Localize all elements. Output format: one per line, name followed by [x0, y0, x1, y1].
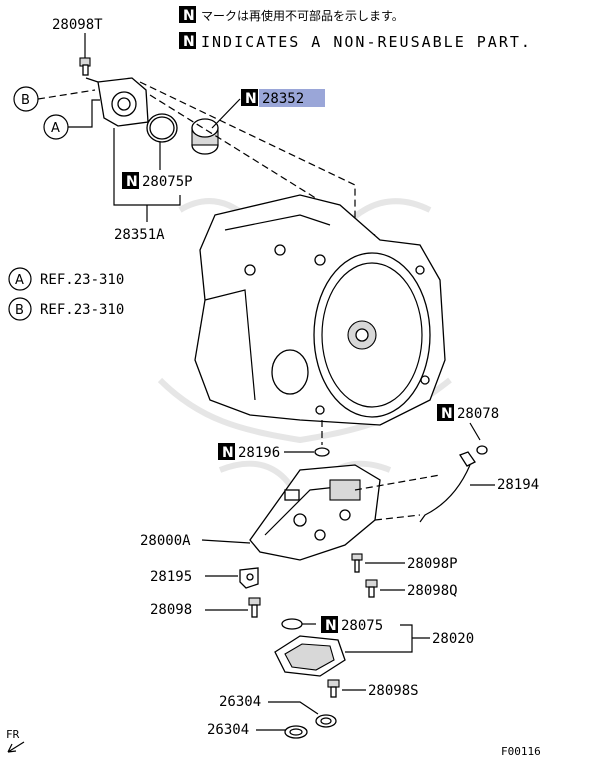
ref-a-text: REF.23-310 [40, 272, 124, 288]
harness-28194 [354, 451, 476, 523]
ref-b-legend-icon [8, 297, 32, 321]
svg-text:N: N [126, 174, 138, 190]
label-28075: 28075 [341, 618, 383, 634]
label-28098P: 28098P [407, 556, 458, 572]
filter-28352 [191, 118, 219, 155]
non-reusable-mark-icon [437, 404, 454, 421]
notice-en-text: INDICATES A NON-REUSABLE PART. [201, 33, 532, 51]
svg-text:N: N [325, 618, 337, 634]
header-notice-jp: N マークは再使用不可部品を示します。 [179, 6, 404, 24]
front-arrow-icon [7, 741, 25, 753]
svg-text:N: N [245, 91, 257, 107]
svg-text:N: N [183, 8, 195, 24]
label-28098T: 28098T [52, 17, 103, 33]
bolt-28098S [327, 679, 340, 698]
svg-text:B: B [15, 303, 24, 318]
svg-text:A: A [51, 121, 60, 136]
label-28196: 28196 [238, 445, 280, 461]
label-28078: 28078 [457, 406, 499, 422]
ref-b-text: REF.23-310 [40, 302, 124, 318]
non-reusable-mark-icon [122, 172, 139, 189]
washer-26304-upper [315, 714, 337, 728]
label-28352: 28352 [262, 91, 304, 107]
label-28075-group: N 28075 [321, 616, 383, 634]
solenoid-cover-28351A [85, 77, 149, 127]
clip-28195 [239, 567, 259, 589]
header-notice-en: N INDICATES A NON-REUSABLE PART. [179, 32, 532, 51]
svg-text:A: A [15, 273, 24, 288]
label-28098S: 28098S [368, 683, 419, 699]
bolt-28098T [79, 57, 91, 76]
bolt-28098P [351, 553, 363, 573]
svg-text:B: B [21, 93, 30, 108]
label-28000A: 28000A [140, 533, 191, 549]
label-28078-group: N 28078 [437, 404, 499, 422]
valve-body-28000A [249, 464, 381, 561]
non-reusable-mark-icon [179, 6, 196, 23]
o-ring-28075 [281, 618, 303, 630]
transmission-case [194, 194, 446, 426]
front-direction-label: FR [6, 728, 20, 741]
gasket-28196 [314, 447, 330, 457]
ref-a-legend-icon [8, 267, 32, 291]
non-reusable-mark-icon [179, 32, 196, 49]
label-28194: 28194 [497, 477, 539, 493]
oil-pan-28020 [274, 635, 346, 677]
figure-id: F00116 [501, 745, 541, 758]
label-28075P-group: N 28075P [122, 172, 193, 190]
label-28075P: 28075P [142, 174, 193, 190]
label-26304-upper: 26304 [219, 694, 261, 710]
label-28195: 28195 [150, 569, 192, 585]
non-reusable-mark-icon [241, 89, 258, 106]
label-28020: 28020 [432, 631, 474, 647]
highlight-bar [259, 89, 325, 107]
label-28098Q: 28098Q [407, 583, 458, 599]
label-28351A: 28351A [114, 227, 165, 243]
svg-text:N: N [222, 445, 234, 461]
bolt-28098 [248, 597, 261, 618]
notice-jp-text: マークは再使用不可部品を示します。 [201, 8, 404, 23]
label-26304-lower: 26304 [207, 722, 249, 738]
non-reusable-mark-icon [218, 443, 235, 460]
svg-text:N: N [441, 406, 453, 422]
label-28352-group: N 28352 [241, 89, 325, 107]
washer-26304-lower [284, 725, 308, 739]
non-reusable-mark-icon [321, 616, 338, 633]
label-28196-group: N 28196 [218, 443, 280, 461]
svg-text:N: N [183, 34, 195, 50]
bolt-28098Q [365, 579, 378, 598]
label-28098: 28098 [150, 602, 192, 618]
o-ring-28078 [476, 445, 488, 455]
